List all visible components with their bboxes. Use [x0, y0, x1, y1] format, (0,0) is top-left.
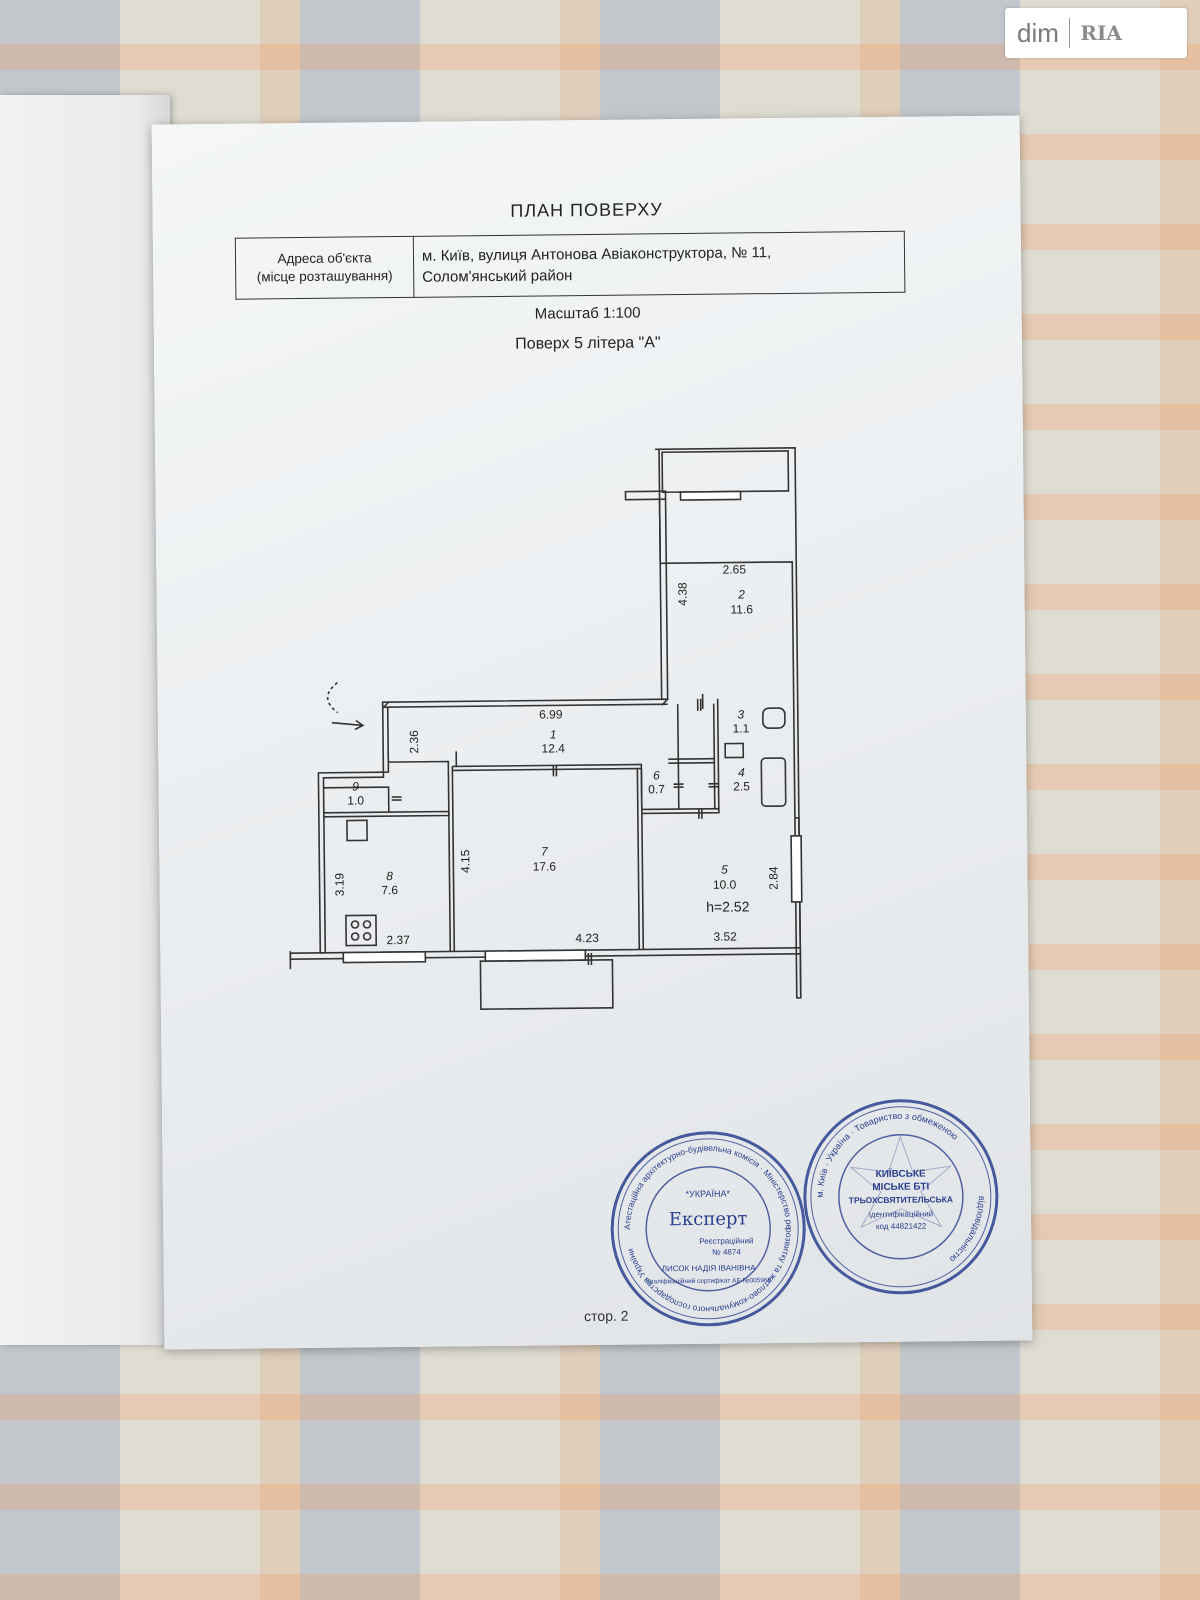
dimria-watermark: dim RIA	[1005, 8, 1187, 58]
expert-stamp-name: ЛИСОК НАДІЯ ІВАНІВНА	[662, 1263, 757, 1273]
watermark-separator	[1068, 18, 1071, 48]
room-8-area: 7.6	[381, 883, 398, 897]
floor-plan-sheet: ПЛАН ПОВЕРХУ Адреса об'єкта (місце розта…	[151, 115, 1033, 1350]
bti-stamp: м. Київ · Україна · Товариство з обмежен…	[803, 1099, 999, 1295]
room-8-number: 8	[386, 869, 393, 883]
room-7-area: 17.6	[533, 859, 557, 873]
room-4-area: 2.5	[733, 779, 750, 793]
expert-stamp-title: Експерт	[669, 1208, 748, 1230]
bti-stamp-line4: ідентифікаційний	[869, 1209, 933, 1219]
room-6-area: 0.7	[648, 782, 665, 796]
room-3-area: 1.1	[733, 721, 750, 735]
dim-4-23: 4.23	[575, 931, 599, 945]
dim-4-38: 4.38	[675, 582, 689, 606]
left-page	[0, 95, 170, 1345]
ceiling-height: h=2.52	[706, 898, 750, 914]
floor-plan-drawing: 2.65 2 11.6 4.38 6.99 1 12.4 2.36 3 1.1 …	[289, 447, 803, 1010]
bti-stamp-line5: код 44821422	[876, 1222, 927, 1232]
room-4-number: 4	[738, 765, 745, 779]
bti-stamp-line2: МІСЬКЕ БТІ	[872, 1181, 929, 1193]
dim-4-15: 4.15	[458, 849, 472, 873]
dim-3-52: 3.52	[713, 929, 737, 943]
watermark-ria: RIA	[1080, 21, 1122, 45]
dim-2-65: 2.65	[723, 562, 747, 576]
dim-2-36: 2.36	[407, 730, 421, 754]
page-number: стор. 2	[584, 1307, 629, 1325]
room-9-number: 9	[352, 779, 359, 793]
room-5-number: 5	[721, 863, 728, 877]
room-1-area: 12.4	[541, 741, 565, 755]
bti-stamp-line1: КИЇВСЬКЕ	[876, 1167, 927, 1181]
dim-6-99: 6.99	[539, 707, 563, 721]
expert-stamp: Атестаційна архітектурно-будівельна комі…	[607, 1128, 806, 1327]
expert-stamp-country: *УКРАЇНА*	[686, 1189, 731, 1199]
room-1-number: 1	[550, 727, 557, 741]
expert-stamp-reg2: № 4874	[712, 1247, 741, 1256]
watermark-dim: dim	[1017, 17, 1059, 48]
room-9-area: 1.0	[347, 793, 364, 807]
bti-stamp-ornament	[848, 1135, 953, 1229]
room-6-number: 6	[653, 768, 660, 782]
dim-2-84: 2.84	[766, 866, 780, 890]
room-7-number: 7	[541, 844, 549, 858]
room-2-area: 11.6	[730, 602, 753, 616]
dim-2-37: 2.37	[386, 933, 410, 947]
bti-stamp-line3: ТРЬОХСВЯТИТЕЛЬСЬКА	[849, 1194, 953, 1205]
expert-stamp-reg1: Реєстраційний	[699, 1236, 753, 1246]
expert-stamp-cert: Кваліфікаційний сертифікат АЕ №005960	[646, 1276, 771, 1285]
room-2-number: 2	[737, 587, 745, 601]
room-5-area: 10.0	[713, 877, 737, 891]
dim-3-19: 3.19	[332, 873, 346, 897]
room-3-number: 3	[737, 707, 744, 721]
